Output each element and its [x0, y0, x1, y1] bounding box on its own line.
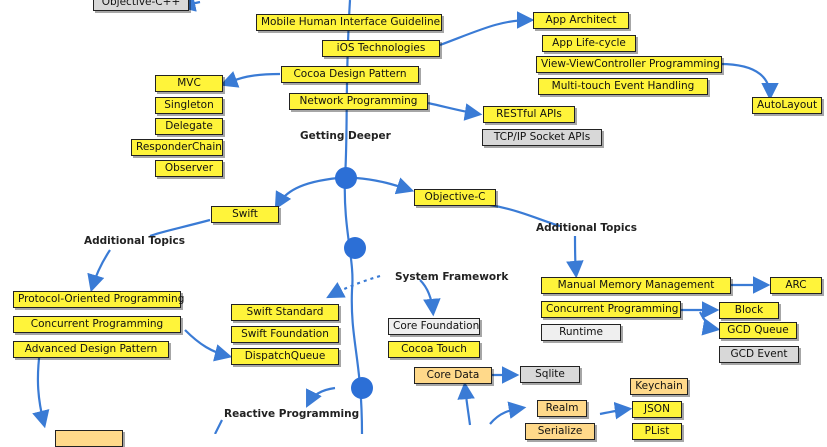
connector: [87, 249, 111, 293]
node-block: Block: [719, 302, 779, 319]
node-view-viewcontroller: View-ViewController Programming: [536, 56, 722, 73]
node-swift-foundation: Swift Foundation: [231, 326, 339, 343]
node-protocol-oriented: Protocol-Oriented Programming: [13, 291, 184, 308]
node-serialize: Serialize: [525, 423, 595, 440]
node-mvc: MVC: [155, 75, 223, 92]
node-manual-memory-management: Manual Memory Management: [541, 277, 731, 294]
connector: [719, 62, 779, 101]
node-swift-standard: Swift Standard: [231, 304, 339, 321]
node-concurrent-programming-right: Concurrent Programming: [541, 301, 681, 318]
node-partial-bottom-left: [55, 430, 123, 447]
node-gcd-queue: GCD Queue: [719, 322, 797, 339]
connector: [439, 11, 535, 47]
node-delegate: Delegate: [155, 118, 223, 135]
connector: [566, 235, 584, 279]
node-core-foundation: Core Foundation: [388, 318, 480, 335]
node-runtime: Runtime: [541, 324, 621, 341]
connector: [184, 329, 233, 362]
node-autolayout: AutoLayout: [752, 97, 822, 114]
node-cocoa-touch: Cocoa Touch: [388, 341, 480, 358]
label-system-framework: System Framework: [395, 271, 509, 283]
label-reactive-programming: Reactive Programming: [224, 408, 360, 420]
node-sqlite: Sqlite: [520, 366, 580, 383]
node-app-architect: App Architect: [533, 12, 629, 29]
hub-node: [351, 377, 373, 399]
node-singleton: Singleton: [155, 97, 223, 114]
connector: [699, 311, 721, 336]
node-swift: Swift: [211, 206, 279, 223]
connector: [32, 349, 50, 429]
node-keychain: Keychain: [630, 378, 688, 395]
node-tcpip-socket-apis: TCP/IP Socket APIs: [482, 129, 602, 146]
connector-layer: [32, 0, 779, 434]
main-trunk: [343, 0, 364, 434]
node-app-lifecycle: App Life-cycle: [542, 35, 636, 52]
node-concurrent-programming-left: Concurrent Programming: [13, 316, 181, 333]
connector: [427, 101, 483, 121]
connector: [214, 419, 223, 434]
label-additional-topics-right: Additional Topics: [536, 222, 637, 234]
label-getting-deeper: Getting Deeper: [300, 130, 391, 142]
connector: [219, 71, 281, 88]
node-restful-apis: RESTful APIs: [483, 106, 575, 123]
node-responderchain: ResponderChain: [131, 139, 223, 156]
node-ios-technologies: iOS Technologies: [322, 40, 440, 57]
connector: [149, 218, 211, 238]
node-mobile-hig: Mobile Human Interface Guideline: [256, 14, 442, 31]
connector: [274, 176, 339, 210]
connector: [355, 176, 415, 195]
node-cocoa-design-pattern: Cocoa Design Pattern: [281, 66, 419, 83]
node-core-data: Core Data: [414, 367, 492, 384]
connector: [306, 386, 336, 408]
hub-node: [344, 237, 366, 259]
connector: [599, 401, 633, 420]
node-multitouch: Multi-touch Event Handling: [538, 78, 708, 95]
node-json: JSON: [632, 401, 682, 418]
node-dispatchqueue: DispatchQueue: [231, 348, 339, 365]
node-plist: PList: [632, 423, 682, 440]
node-network-programming: Network Programming: [289, 93, 428, 110]
node-arc: ARC: [770, 277, 822, 294]
node-gcd-event: GCD Event: [719, 346, 799, 363]
node-realm: Realm: [537, 400, 587, 417]
connector: [489, 203, 561, 228]
node-advanced-design-pattern: Advanced Design Pattern: [13, 341, 169, 358]
node-objective-cpp: Objective-C++: [93, 0, 189, 11]
connector: [326, 274, 381, 299]
connector: [489, 401, 527, 425]
connector: [419, 279, 441, 317]
node-observer: Observer: [155, 160, 223, 177]
connector: [457, 381, 475, 426]
hub-node: [335, 167, 357, 189]
node-objective-c: Objective-C: [414, 189, 496, 206]
label-additional-topics-left: Additional Topics: [84, 235, 185, 247]
